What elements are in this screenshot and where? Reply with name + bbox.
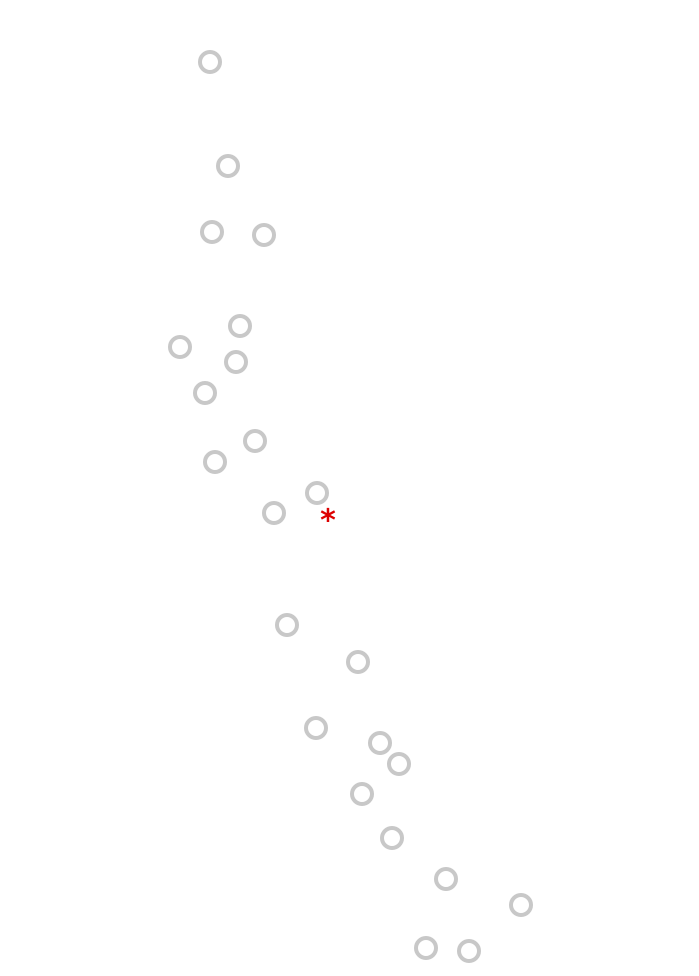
data-points-layer: * [168, 50, 533, 963]
data-point-0-11 [262, 501, 286, 525]
data-point-0-12 [275, 613, 299, 637]
data-point-0-0 [198, 50, 222, 74]
data-point-0-22 [457, 939, 481, 963]
data-point-0-5 [168, 335, 192, 359]
data-point-0-3 [252, 223, 276, 247]
data-point-0-17 [350, 782, 374, 806]
data-point-0-15 [368, 731, 392, 755]
data-point-0-2 [200, 220, 224, 244]
data-point-0-16 [387, 752, 411, 776]
data-point-0-21 [414, 936, 438, 960]
data-point-0-19 [434, 867, 458, 891]
data-point-0-8 [243, 429, 267, 453]
data-point-0-7 [193, 381, 217, 405]
data-point-0-1 [216, 154, 240, 178]
data-point-0-18 [380, 826, 404, 850]
data-point-0-14 [304, 716, 328, 740]
data-point-0-13 [346, 650, 370, 674]
data-point-0-6 [224, 350, 248, 374]
data-point-0-20 [509, 893, 533, 917]
data-point-0-4 [228, 314, 252, 338]
data-point-0-10 [305, 481, 329, 505]
highlight-marker-0: * [320, 504, 336, 539]
data-point-0-9 [203, 450, 227, 474]
